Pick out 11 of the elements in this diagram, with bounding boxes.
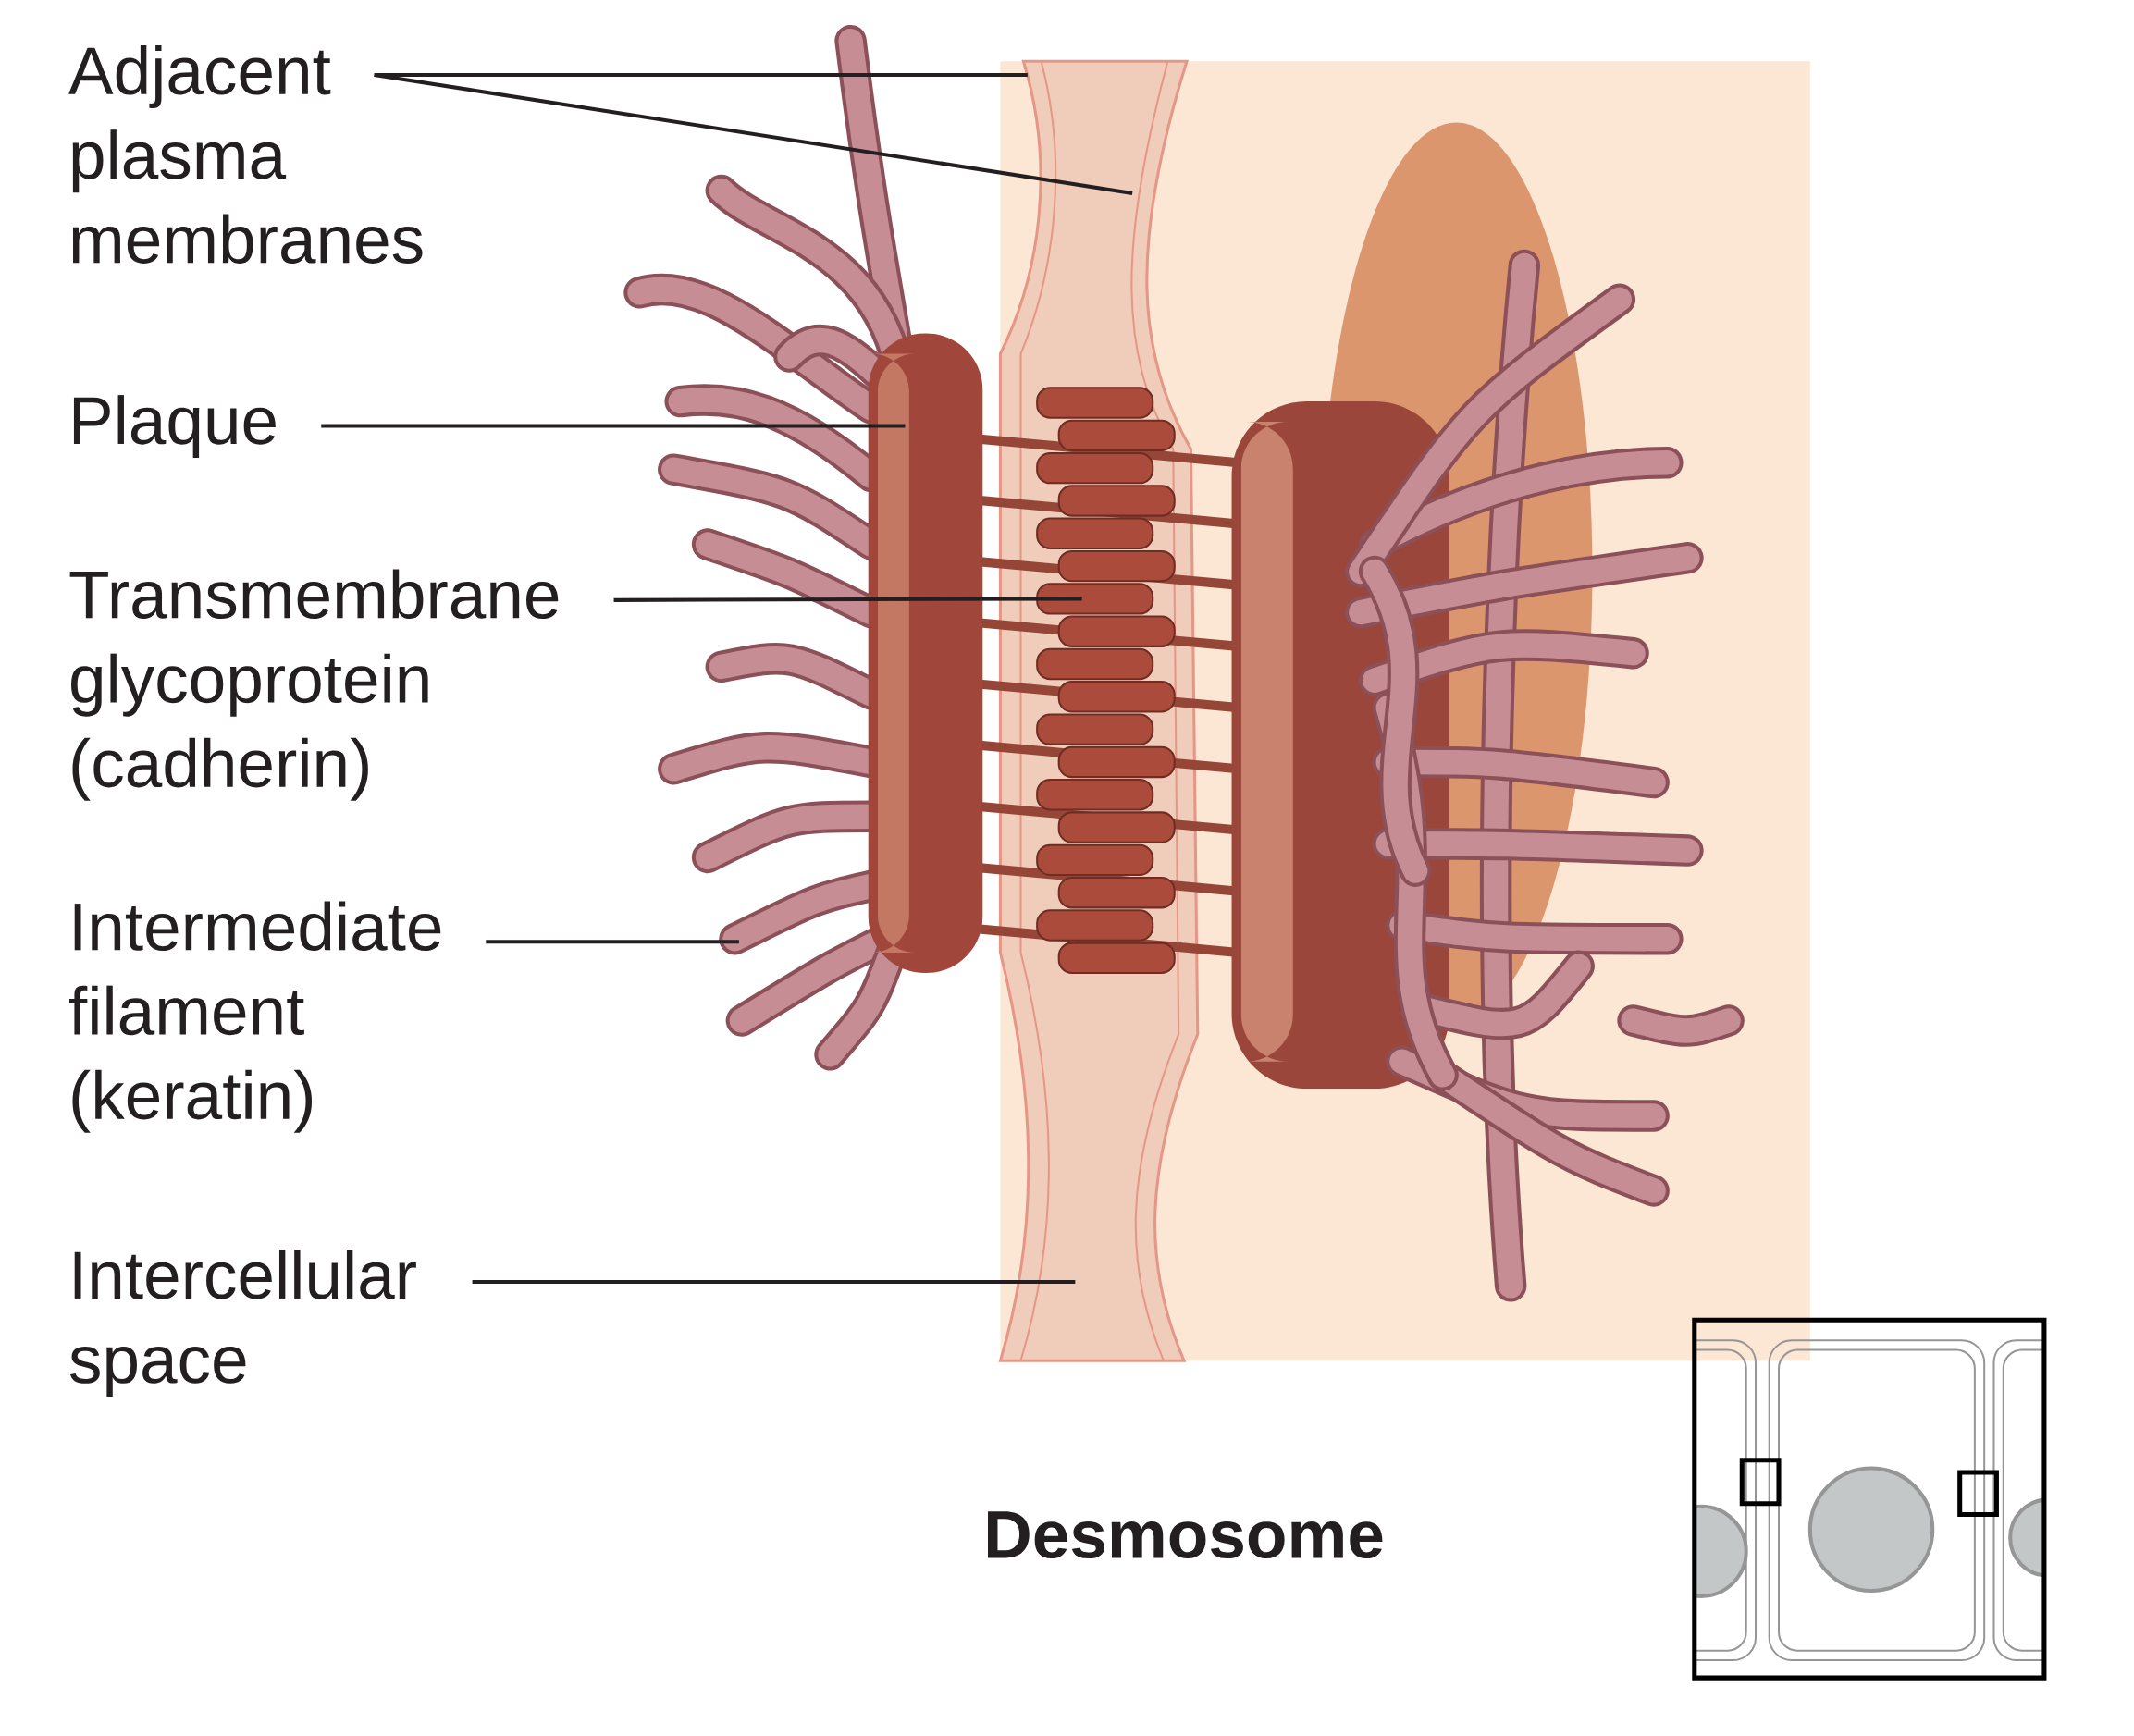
leader-line xyxy=(613,597,1082,602)
callout-label: Transmembrane glycoprotein (cadherin) xyxy=(69,569,559,801)
callout-label: Intercellular space xyxy=(70,1249,416,1397)
leader-line xyxy=(486,939,739,943)
callout-label: Adjacent plasma membranes xyxy=(68,44,423,264)
title: Desmosome xyxy=(988,1511,1383,1558)
callout-label: Intermediate filament (keratin) xyxy=(69,901,441,1133)
leader-line xyxy=(321,424,906,428)
leader-line xyxy=(374,72,1133,195)
leader-line xyxy=(472,1279,1076,1284)
callout-label: Plaque xyxy=(73,394,276,458)
